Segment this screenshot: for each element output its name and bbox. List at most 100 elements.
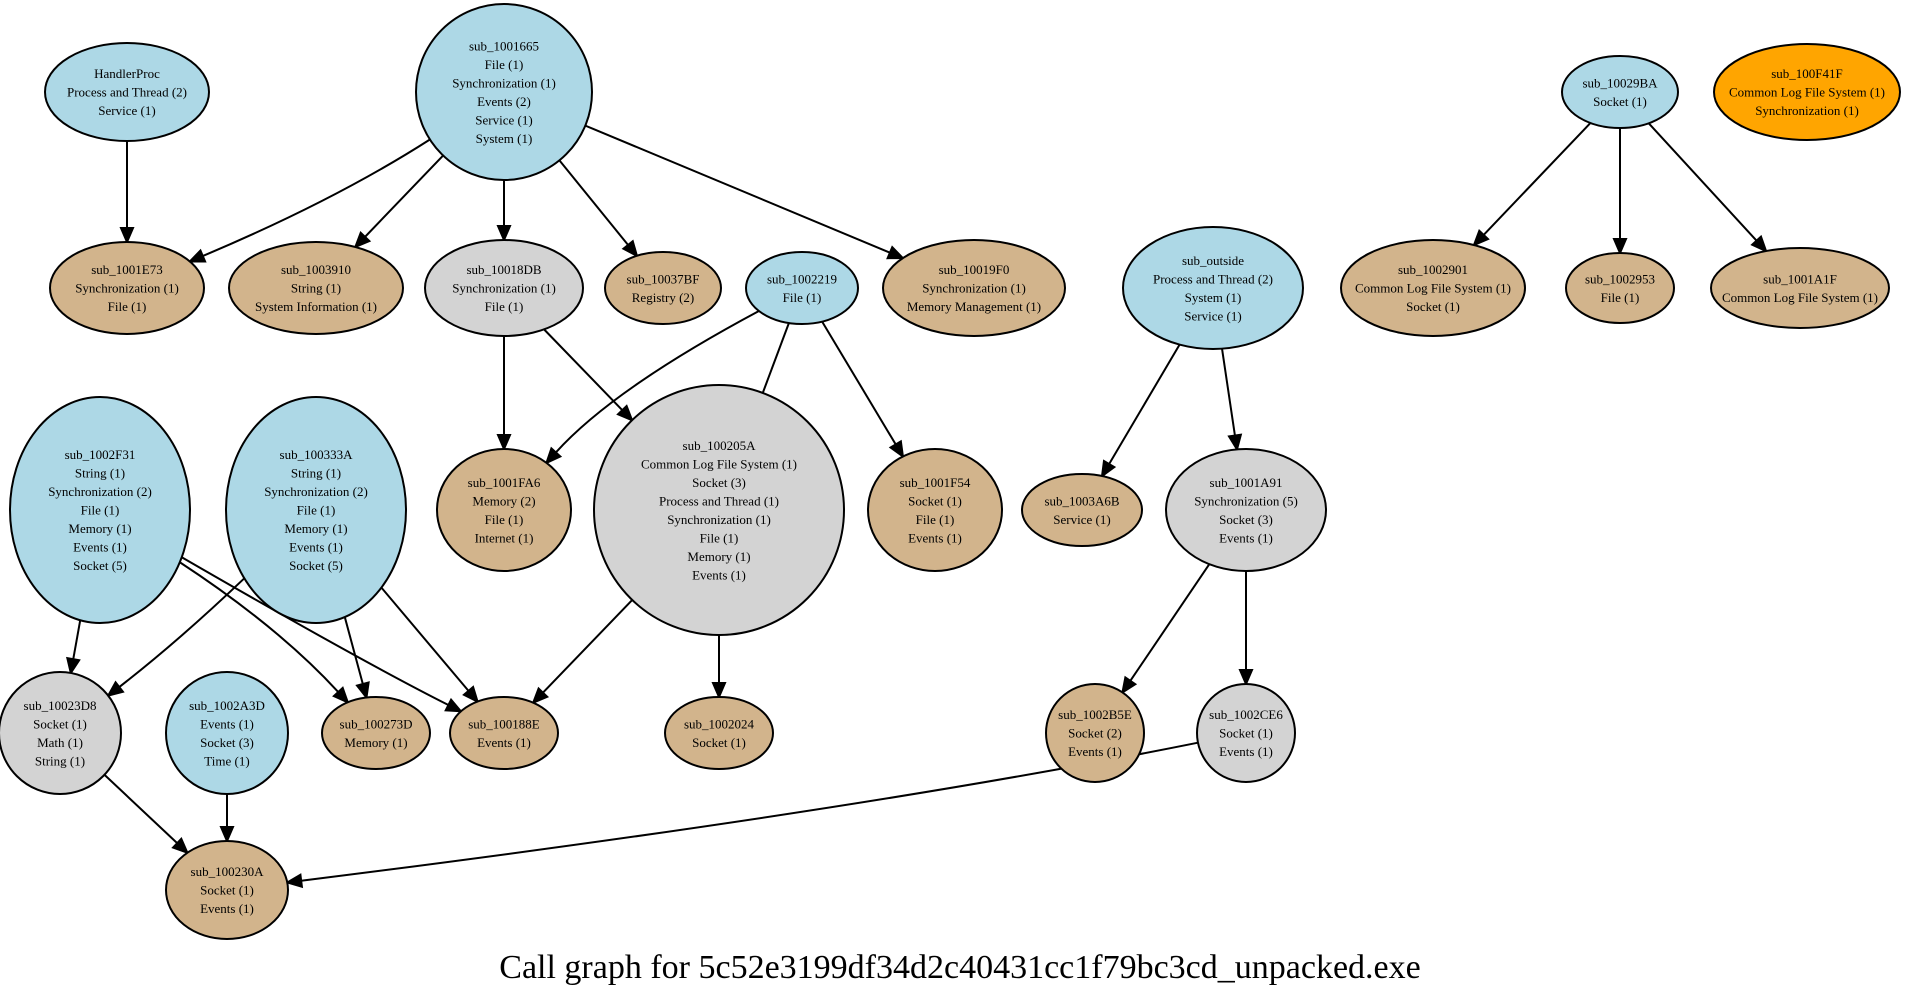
node-name: sub_10019F0 [939, 262, 1010, 277]
node-name: sub_1002024 [684, 716, 755, 731]
arrowhead-icon [66, 656, 81, 676]
node-api-category: Socket (1) [908, 493, 962, 508]
graph-edge [353, 154, 444, 249]
node-api-category: Events (1) [692, 567, 746, 582]
node-api-category: Memory (1) [687, 549, 750, 564]
node-ellipse [165, 840, 289, 940]
node-api-category: Synchronization (2) [48, 484, 152, 499]
node-api-category: Common Log File System (1) [641, 456, 797, 471]
node-name: sub_10023D8 [24, 698, 97, 713]
node-name: sub_100F41F [1771, 66, 1843, 81]
graph-edge [1100, 344, 1181, 479]
graph-edge [119, 141, 135, 245]
node-api-category: Common Log File System (1) [1729, 85, 1885, 100]
graph-edge [558, 159, 639, 258]
arrowhead-icon [171, 836, 190, 855]
node-name: sub_10018DB [466, 262, 541, 277]
node-api-category: Memory (2) [472, 493, 535, 508]
arrowhead-icon [496, 225, 512, 243]
node-api-category: Socket (1) [200, 883, 254, 898]
edge-line [584, 124, 891, 254]
node-name: sub_100205A [683, 438, 757, 453]
node-name: sub_1002A3D [189, 698, 265, 713]
arrowhead-icon [1121, 675, 1138, 695]
node-api-category: String (1) [35, 753, 85, 768]
edge-line [542, 599, 633, 694]
node-name: sub_1001FA6 [468, 475, 541, 490]
node-ellipse [1021, 473, 1143, 547]
node-api-category: System Information (1) [255, 299, 377, 314]
edge-line [179, 561, 340, 693]
arrowhead-icon [444, 697, 464, 713]
edge-line [364, 154, 444, 238]
node-api-category: File (1) [783, 290, 822, 305]
graph-edge [1612, 128, 1628, 256]
arrowhead-icon [616, 404, 634, 423]
edge-line [558, 159, 629, 246]
node-name: sub_outside [1182, 253, 1244, 268]
node-ellipse [44, 42, 210, 142]
node-api-category: File (1) [81, 503, 120, 518]
node-api-category: System (1) [1185, 290, 1242, 305]
node-api-category: Process and Thread (1) [659, 493, 779, 508]
arrowhead-icon [1227, 433, 1243, 452]
node-ellipse [1561, 55, 1679, 129]
node-api-category: Events (1) [73, 540, 127, 555]
arrowhead-icon [355, 681, 370, 701]
node-name: sub_1003910 [281, 262, 351, 277]
node-name: sub_100188E [468, 716, 540, 731]
node-api-category: System (1) [476, 131, 533, 146]
node-api-category: Socket (1) [1593, 94, 1647, 109]
graph-edge [821, 321, 905, 459]
node-api-category: Time (1) [204, 753, 249, 768]
graph-edge [496, 180, 512, 243]
arrowhead-icon [119, 227, 135, 245]
node-api-category: Socket (1) [33, 716, 87, 731]
node-api-category: File (1) [297, 503, 336, 518]
graph-edge [380, 586, 480, 704]
node-api-category: Memory (1) [344, 735, 407, 750]
edge-line [72, 620, 82, 660]
node-api-category: Process and Thread (2) [67, 85, 187, 100]
node-name: sub_1002219 [767, 271, 837, 286]
node-api-category: Common Log File System (1) [1355, 281, 1511, 296]
edge-line [1108, 344, 1181, 465]
node-api-category: Math (1) [37, 735, 83, 750]
node-name: sub_100230A [191, 864, 265, 879]
node-api-category: Events (1) [289, 540, 343, 555]
arrowhead-icon [219, 826, 235, 844]
node-api-category: Service (1) [98, 103, 155, 118]
graph-edge [584, 124, 906, 260]
node-name: sub_100333A [280, 447, 354, 462]
